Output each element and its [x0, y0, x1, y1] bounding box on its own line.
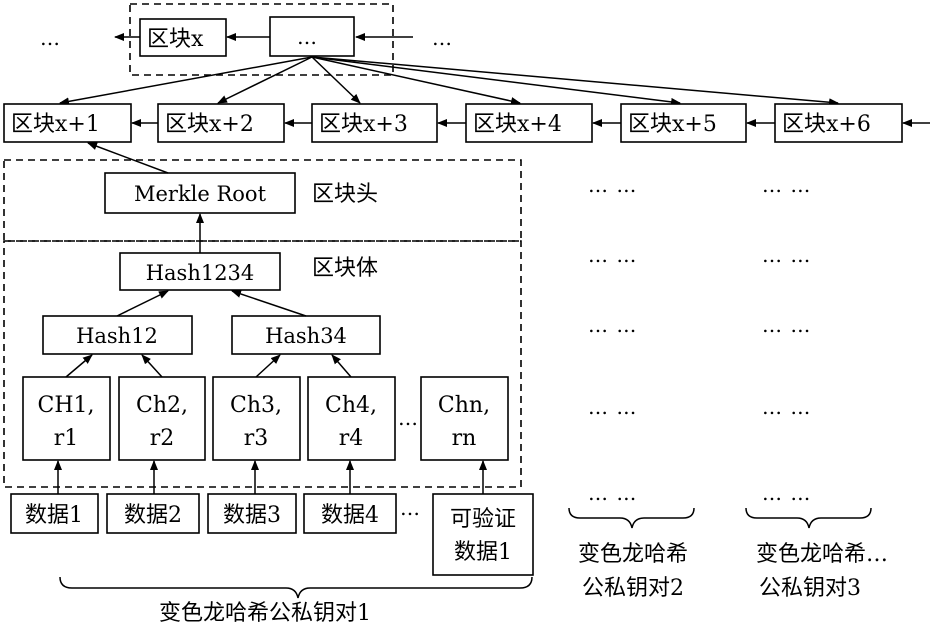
- block-x-successor-dots: …: [297, 25, 318, 49]
- verifiable-data-line1: 可验证: [450, 507, 516, 532]
- grid3-dots-r2: … …: [762, 243, 811, 267]
- ch-node-4-line1: Ch4,: [325, 393, 377, 418]
- arrow-ch3-to-hash34: [255, 354, 281, 378]
- key-pair-3-line1: 变色龙哈希…: [756, 542, 888, 567]
- key-pair-3-placeholder-grid: … … … … … … … … … …: [762, 173, 811, 505]
- fan-arrow-6: [311, 56, 839, 107]
- merkle-root-label: Merkle Root: [134, 182, 267, 206]
- grid2-dots-r4: … …: [588, 395, 637, 419]
- arrow-merkle-to-block: [87, 142, 169, 174]
- ch-node-1-line1: CH1,: [37, 393, 94, 418]
- ch-node-3-line1: Ch3,: [230, 393, 282, 418]
- grid3-dots-r1: … …: [762, 173, 811, 197]
- fan-arrow-1: [59, 56, 313, 106]
- data-item-1: [10, 493, 99, 534]
- hash34-box: [231, 315, 381, 355]
- ch-node-4-line2: r4: [339, 426, 364, 451]
- hash12-box: [42, 315, 193, 355]
- key-pair-1-label: 变色龙哈希公私钥对1: [159, 601, 371, 626]
- ch-gap-dots: …: [398, 406, 419, 430]
- block-x3: [311, 103, 438, 143]
- top-left-dots: …: [40, 26, 61, 50]
- brace-pair1: [59, 576, 533, 599]
- block-header-label: 区块头: [312, 182, 378, 207]
- block-x4: [465, 103, 593, 143]
- block-x2: [157, 103, 285, 143]
- block-body-label: 区块体: [312, 256, 378, 281]
- fan-arrow-5: [311, 56, 681, 106]
- grid3-dots-r4: … …: [762, 395, 811, 419]
- grid2-dots-r2: … …: [588, 243, 637, 267]
- merkle-root-box: [104, 172, 296, 214]
- ch-node-2-line2: r2: [150, 426, 175, 451]
- block-x-successor: [269, 16, 355, 57]
- fan-arrow-3: [311, 56, 361, 104]
- fan-arrow-4: [311, 56, 521, 105]
- brace-pair2: [568, 507, 695, 529]
- ch-node-n: [420, 376, 509, 461]
- data-item-1-label: 数据1: [25, 503, 83, 528]
- block-x-label: 区块x: [147, 27, 204, 52]
- data-item-4-label: 数据4: [321, 503, 379, 528]
- block-row: 区块x+1 区块x+2 区块x+3 区块x+4 区块x+5 区块x+6: [3, 103, 930, 143]
- grid2-dots-r5: … …: [588, 481, 637, 505]
- block-x6-label: 区块x+6: [782, 112, 871, 137]
- key-pair-3-line2: 公私钥对3: [759, 576, 861, 601]
- block-x4-label: 区块x+4: [473, 112, 562, 137]
- grid3-dots-r5: … …: [762, 481, 811, 505]
- data-item-3: [207, 493, 297, 534]
- ch-node-n-line1: Chn,: [438, 393, 490, 418]
- block-x2-label: 区块x+2: [165, 112, 254, 137]
- arrow-hash12-up: [116, 290, 169, 317]
- fan-arrows: [59, 56, 839, 107]
- grid3-dots-r3: … …: [762, 313, 811, 337]
- arrow-ch2-to-hash12: [141, 354, 163, 378]
- data-item-2-label: 数据2: [124, 503, 182, 528]
- arrow-ch1-to-hash12: [65, 354, 93, 378]
- arrow-ch4-to-hash34: [331, 354, 352, 378]
- ch-node-n-line2: rn: [452, 426, 477, 451]
- hash12-label: Hash12: [76, 324, 158, 348]
- hash34-label: Hash34: [265, 324, 347, 348]
- data-gap-dots: …: [400, 496, 421, 520]
- block-body-region: [3, 240, 522, 488]
- key-pair-2-placeholder-grid: … … … … … … … … … …: [588, 173, 637, 505]
- fan-arrow-2: [217, 56, 313, 104]
- key-pair-2-line1: 变色龙哈希: [578, 542, 688, 567]
- ch-node-4: [307, 376, 396, 461]
- brace-pair3: [745, 507, 872, 529]
- data-items: 数据1 数据2 数据3 数据4 … 可验证 数据1: [10, 493, 534, 576]
- data-item-2: [106, 493, 200, 534]
- key-pair-2-line2: 公私钥对2: [582, 576, 684, 601]
- block-x3-label: 区块x+3: [319, 112, 408, 137]
- verifiable-data: [432, 493, 534, 576]
- ch-node-3-line2: r3: [244, 426, 269, 451]
- block-x1-label: 区块x+1: [11, 112, 100, 137]
- hash1234-box: [119, 252, 281, 291]
- grid2-dots-r3: … …: [588, 313, 637, 337]
- ch-node-1-line2: r1: [54, 426, 79, 451]
- ch-nodes: CH1, r1 Ch2, r2 Ch3, r3 Ch4, r4 … Chn, r…: [22, 376, 509, 461]
- verifiable-data-line2: 数据1: [454, 540, 512, 565]
- top-right-dots: …: [432, 26, 453, 50]
- grid2-dots-r1: … …: [588, 173, 637, 197]
- block-x5-label: 区块x+5: [628, 112, 717, 137]
- hash1234-label: Hash1234: [146, 261, 255, 285]
- data-item-3-label: 数据3: [223, 503, 281, 528]
- ch-node-2-line1: Ch2,: [136, 393, 188, 418]
- block-x1: [3, 103, 132, 143]
- arrow-hash34-up: [231, 290, 307, 317]
